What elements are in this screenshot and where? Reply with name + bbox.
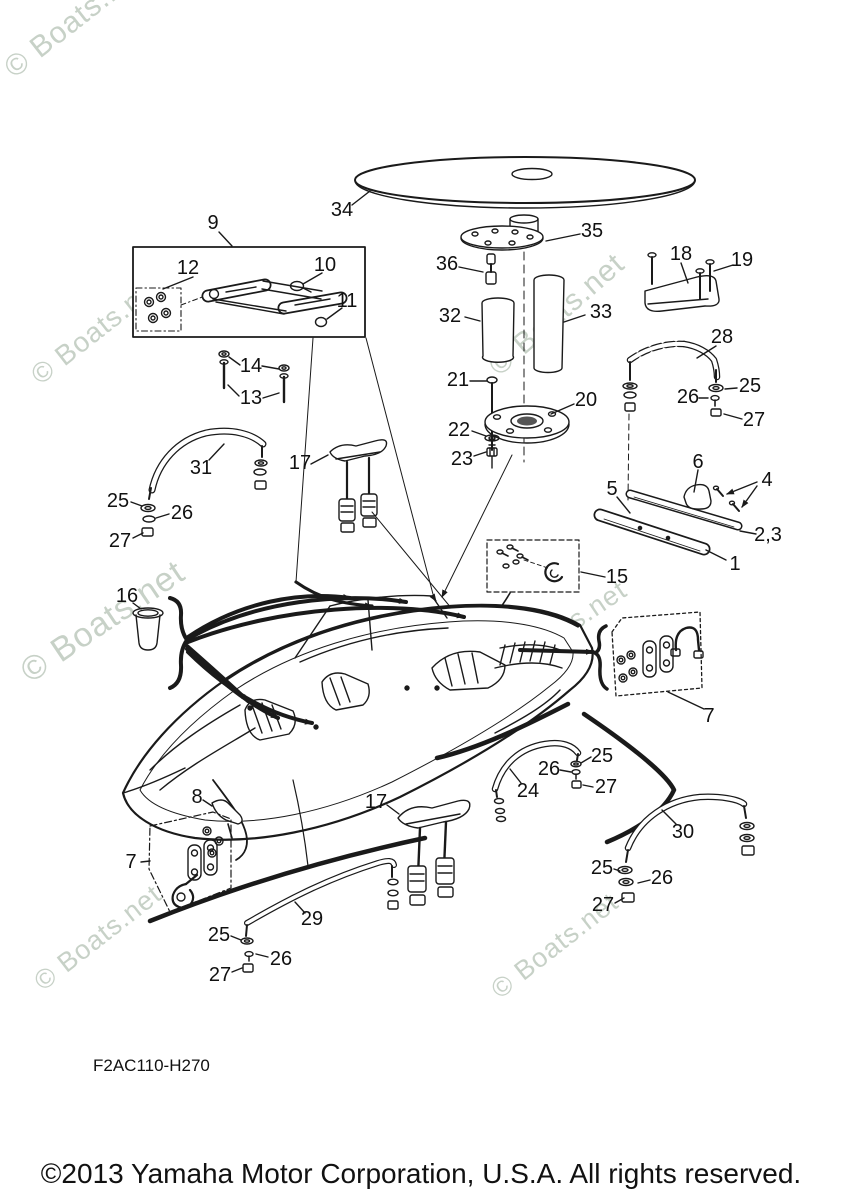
box-9-roller-assembly [132, 231, 366, 338]
part-callout-26: 26 [676, 386, 700, 408]
copyright-line: ©2013 Yamaha Motor Corporation, U.S.A. A… [40, 1158, 802, 1189]
part-callout-5: 5 [606, 478, 618, 500]
pedestal-assembly [458, 214, 586, 469]
part-callout-17: 17 [288, 452, 312, 474]
part-callout-30: 30 [671, 821, 695, 843]
part-callout-27: 27 [108, 530, 132, 552]
part-callout-12: 12 [176, 257, 200, 279]
part-callout-36: 36 [435, 253, 459, 275]
part-callout-26: 26 [170, 502, 194, 524]
part-callout-9: 9 [207, 212, 219, 234]
part-callout-13: 13 [239, 387, 263, 409]
part-callout-29: 29 [300, 908, 324, 930]
part-callout-27: 27 [742, 409, 766, 431]
grab-rail-30 [613, 793, 755, 904]
grab-rail-24 [491, 739, 594, 823]
part-callout-11: 11 [336, 290, 358, 312]
part-callout-16: 16 [115, 585, 139, 607]
cleat-17-lower [386, 799, 471, 906]
part-callout-7: 7 [703, 705, 715, 727]
part-callout-26: 26 [650, 867, 674, 889]
rail-assembly-1-6 [593, 469, 758, 561]
part-callout-8: 8 [191, 786, 203, 808]
part-callout-24: 24 [516, 780, 540, 802]
part-callout-27: 27 [591, 894, 615, 916]
grab-rail-29 [230, 857, 399, 973]
part-callout-25: 25 [106, 490, 130, 512]
part-callout-4: 4 [761, 469, 773, 491]
part-callout-34: 34 [330, 199, 354, 221]
part-callout-19: 19 [730, 249, 754, 271]
part-callout-26: 26 [537, 758, 561, 780]
box-7-left [140, 811, 232, 913]
table-top-34 [351, 156, 696, 209]
part-callout-28: 28 [710, 326, 734, 348]
part-callout-25: 25 [738, 375, 762, 397]
part-callout-25: 25 [590, 745, 614, 767]
part-callout-18: 18 [669, 243, 693, 265]
part-callout-31: 31 [189, 457, 213, 479]
bracket-18-19 [644, 252, 734, 313]
part-callout-10: 10 [313, 254, 337, 276]
part-callout-25: 25 [590, 857, 614, 879]
part-callout-6: 6 [692, 451, 704, 473]
part-callout-26: 26 [269, 948, 293, 970]
part-callout-35: 35 [580, 220, 604, 242]
diagram-code: F2AC110-H270 [93, 1056, 210, 1075]
part-callout-22: 22 [447, 419, 471, 441]
cleat-17-upper [310, 439, 467, 627]
part-callout-1: 1 [729, 553, 741, 575]
part-callout-27: 27 [208, 964, 232, 986]
grab-rail-28 [622, 340, 743, 501]
part-callout-25: 25 [207, 924, 231, 946]
box-7-right [518, 611, 705, 710]
part-callout-17: 17 [364, 791, 388, 813]
screws-13-14 [218, 350, 290, 404]
part-callout-15: 15 [605, 566, 629, 588]
part-callout-2-3: 2,3 [754, 524, 782, 546]
part-callout-20: 20 [574, 389, 598, 411]
part-callout-7: 7 [125, 851, 137, 873]
cup-holder-16 [132, 594, 466, 725]
part-callout-32: 32 [438, 305, 462, 327]
part-callout-21: 21 [446, 369, 470, 391]
part-callout-14: 14 [239, 355, 263, 377]
part-callout-27: 27 [594, 776, 618, 798]
part-callout-23: 23 [450, 448, 474, 470]
part-callout-33: 33 [589, 301, 613, 323]
grab-rail-31 [130, 427, 268, 539]
